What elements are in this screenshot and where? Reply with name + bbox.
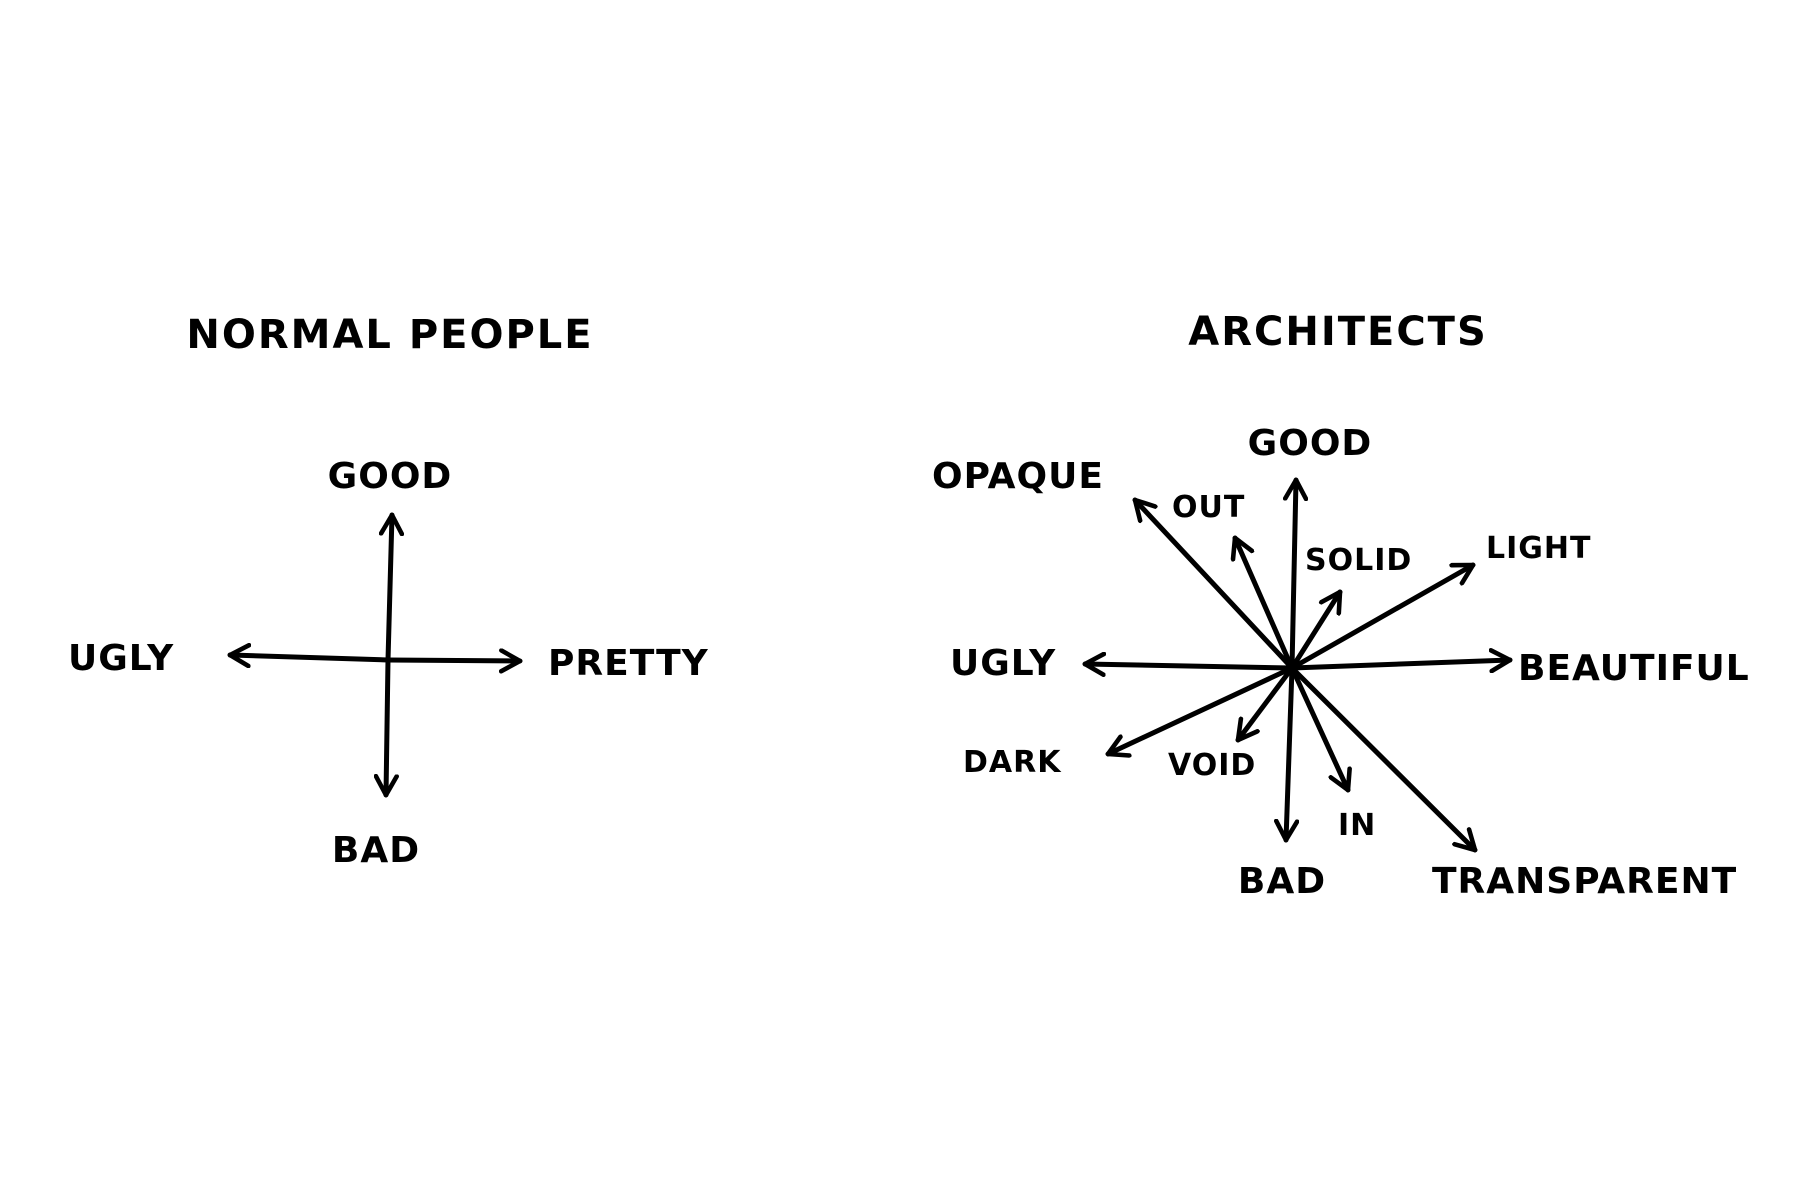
arrow-arch-bad	[1286, 665, 1292, 843]
arrow-arch-ugly	[1082, 664, 1295, 668]
arrow-arch-void	[1235, 665, 1295, 743]
arrow-pretty	[385, 660, 523, 661]
arch-label-good: GOOD	[1248, 423, 1373, 464]
arch-label-transparent: TRANSPARENT	[1432, 861, 1737, 902]
arrow-arch-light	[1289, 562, 1476, 671]
arrow-ugly	[227, 655, 391, 660]
arrow-arch-in	[1289, 665, 1348, 793]
arch-label-out: OUT	[1172, 490, 1245, 525]
normal-label-bad: BAD	[332, 830, 420, 871]
arch-label-bad: BAD	[1238, 861, 1326, 902]
arrow-good	[388, 512, 392, 663]
arch-label-beautiful: BEAUTIFUL	[1518, 648, 1750, 689]
normal-label-good: GOOD	[328, 456, 453, 497]
arrow-bad	[386, 657, 388, 798]
arch-label-light: LIGHT	[1486, 531, 1591, 566]
arrow-arch-good	[1292, 477, 1296, 671]
normal-people-diagram: NORMAL PEOPLE GOOD BAD UGLY PRETTY	[68, 312, 709, 871]
normal-label-ugly: UGLY	[68, 638, 174, 679]
normal-label-pretty: PRETTY	[548, 643, 709, 684]
architects-diagram: ARCHITECTS GOOD BAD UGLY BEAUTIFUL OPAQU…	[932, 309, 1750, 902]
arrow-arch-dark	[1105, 665, 1295, 754]
arrow-arch-beautiful	[1289, 660, 1513, 668]
arrow-arch-opaque	[1132, 497, 1295, 671]
arrow-arch-out	[1235, 535, 1295, 671]
arch-label-in: IN	[1338, 808, 1376, 843]
normal-people-title: NORMAL PEOPLE	[186, 312, 593, 358]
arch-label-dark: DARK	[963, 745, 1062, 780]
arrow-arch-transparent	[1289, 665, 1478, 853]
arch-label-void: VOID	[1168, 748, 1256, 783]
arrow-arch-solid	[1289, 589, 1343, 671]
arch-label-ugly: UGLY	[950, 643, 1056, 684]
architects-title: ARCHITECTS	[1188, 309, 1488, 355]
arch-label-solid: SOLID	[1305, 543, 1412, 578]
arch-label-opaque: OPAQUE	[932, 456, 1104, 497]
